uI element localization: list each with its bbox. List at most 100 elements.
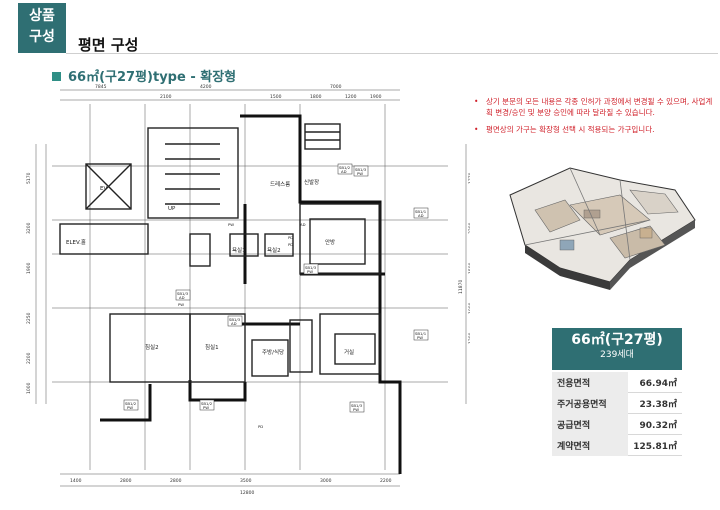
page-title: 평면 구성 — [78, 36, 139, 54]
svg-text:PD: PD — [258, 424, 263, 429]
svg-text:SB1/3: SB1/3 — [177, 291, 189, 296]
room-master: 안방 — [325, 238, 335, 246]
notes-list: • 상기 분문의 모든 내용은 각종 인허가 과정에서 변경될 수 있으며, 사… — [472, 96, 718, 141]
area-label: 공급면적 — [552, 413, 628, 435]
table-row: 공급면적 90.32㎡ — [552, 413, 682, 435]
dim-top: 1500 — [270, 94, 282, 100]
window-tag-sb12: SB1/2PW — [123, 399, 139, 411]
note-item: • 상기 분문의 모든 내용은 각종 인허가 과정에서 변경될 수 있으며, 사… — [472, 96, 718, 118]
svg-text:SB1/2: SB1/2 — [125, 401, 137, 406]
area-label: 주거공용면적 — [552, 392, 628, 414]
area-summary-header: 66㎡(구27평) 239세대 — [552, 328, 682, 370]
dim-left: 3200 — [26, 222, 32, 234]
section-badge: 상품 구성 — [18, 3, 66, 53]
svg-text:SB1/2: SB1/2 — [339, 165, 351, 170]
window-tag-sb13: SB1/3PW — [353, 165, 369, 177]
window-tag-pd: PD — [288, 242, 293, 247]
svg-text:AD: AD — [179, 295, 185, 300]
dim-right: 1500 — [468, 262, 470, 274]
type-title: 66㎡(구27평)type - 확장형 — [68, 70, 237, 85]
svg-text:SB1/3: SB1/3 — [351, 403, 363, 408]
window-tag-sb11: SB1/1PW — [413, 329, 429, 341]
dim-top: 1200 — [345, 94, 357, 100]
isometric-view — [509, 167, 696, 290]
square-bullet-icon — [52, 72, 61, 81]
room-bed1: 침실1 — [205, 343, 219, 351]
window-tag-sb13: SB1/3AD — [175, 289, 191, 301]
window-tag-sb12: SB1/2PW — [199, 399, 215, 411]
room-up: UP — [168, 206, 176, 212]
table-row: 전용면적 66.94㎡ — [552, 372, 682, 393]
window-tag-sb13: SB1/3AD — [227, 315, 243, 327]
svg-text:PW: PW — [307, 269, 313, 274]
room-bath1: 욕실1 — [232, 246, 246, 254]
area-type-name: 66㎡(구27평) — [571, 332, 663, 348]
area-value: 23.38㎡ — [628, 392, 682, 414]
window-tag-sb12: SB1/2AD — [337, 163, 353, 175]
room-bath2: 욕실2 — [267, 246, 281, 254]
dim-bottom: 2200 — [380, 478, 392, 484]
svg-text:PD: PD — [288, 235, 293, 240]
svg-text:PW: PW — [357, 171, 363, 176]
dim-total: 12800 — [240, 490, 254, 496]
window-tag-pd: PD — [258, 424, 263, 429]
svg-text:PW: PW — [203, 405, 209, 410]
area-value: 90.32㎡ — [628, 413, 682, 435]
window-tag-pd: PD — [288, 235, 293, 240]
table-row: 주거공용면적 23.38㎡ — [552, 392, 682, 414]
dim-bottom: 3000 — [320, 478, 332, 484]
area-table: 전용면적 66.94㎡ 주거공용면적 23.38㎡ 공급면적 90.32㎡ 계약… — [552, 372, 682, 456]
dim-left: 2200 — [26, 352, 32, 364]
area-value: 66.94㎡ — [628, 372, 682, 393]
dim-top: 7845 — [95, 84, 107, 90]
section-badge-line1: 상품 — [29, 8, 55, 24]
dim-top: 4200 — [200, 84, 212, 90]
dim-right: 1000 — [468, 302, 470, 314]
room-living: 거실 — [344, 348, 354, 356]
floor-plan: 7845 4200 7000 2100 1500 1800 1200 1900 … — [26, 84, 470, 496]
dim-top: 1800 — [310, 94, 322, 100]
svg-text:SB1/3: SB1/3 — [355, 167, 367, 172]
window-tag-sb11: SB1/1AD — [413, 207, 429, 219]
window-tag-sb13: SB1/3PW — [349, 401, 365, 413]
svg-text:AD: AD — [300, 222, 306, 227]
dim-bottom: 1400 — [70, 478, 82, 484]
svg-text:SB1/2: SB1/2 — [201, 401, 213, 406]
dim-top: 1900 — [370, 94, 382, 100]
svg-text:SB1/1: SB1/1 — [415, 209, 427, 214]
dim-bottom: 3500 — [240, 478, 252, 484]
bullet-icon: • — [474, 125, 479, 134]
room-ev: EV — [100, 186, 107, 192]
svg-text:SB1/3: SB1/3 — [229, 317, 241, 322]
room-bed2: 침실2 — [145, 343, 159, 351]
dim-left: 5170 — [26, 172, 32, 184]
svg-text:PW: PW — [417, 335, 423, 340]
window-tag-ad: PW — [228, 222, 234, 227]
area-label: 전용면적 — [552, 372, 628, 393]
area-unit-count: 239세대 — [600, 350, 634, 360]
table-row: 계약면적 125.81㎡ — [552, 434, 682, 456]
room-dress: 드레스룸 — [270, 180, 290, 188]
svg-text:PW: PW — [127, 405, 133, 410]
room-elev: ELEV.홀 — [66, 238, 86, 246]
area-value: 125.81㎡ — [628, 434, 682, 456]
bullet-icon: • — [474, 97, 479, 106]
svg-text:AD: AD — [341, 169, 347, 174]
svg-text:AD: AD — [418, 213, 424, 218]
note-text: 상기 분문의 모든 내용은 각종 인허가 과정에서 변경될 수 있으며, 사업계… — [486, 97, 713, 117]
dim-right: 1770 — [468, 172, 470, 184]
svg-text:SB1/3: SB1/3 — [305, 265, 317, 270]
dim-right: 1200 — [468, 332, 470, 344]
svg-text:PW: PW — [353, 407, 359, 412]
dim-left: 1900 — [26, 262, 32, 274]
dim-bottom: 2800 — [170, 478, 182, 484]
dim-top: 7000 — [330, 84, 342, 90]
svg-text:PW: PW — [228, 222, 234, 227]
dim-top: 2100 — [160, 94, 172, 100]
svg-text:PW: PW — [178, 302, 184, 307]
window-tag-pw: PW — [178, 302, 184, 307]
window-tag-sb13: SB1/3PW — [303, 263, 319, 275]
room-shoes: 신발장 — [304, 178, 319, 186]
area-label: 계약면적 — [552, 434, 628, 456]
dim-left: 1000 — [26, 382, 32, 394]
